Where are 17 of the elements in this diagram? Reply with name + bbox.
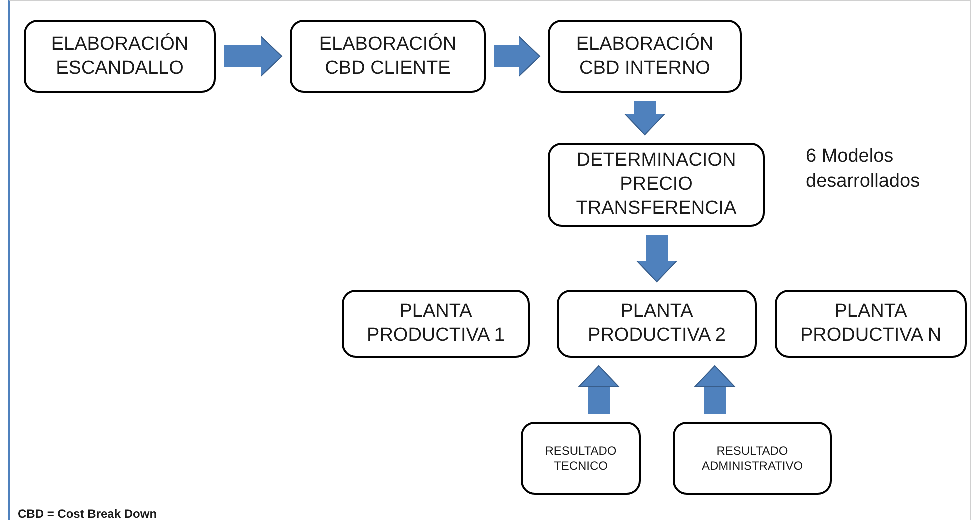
block-arrow [636,235,678,282]
process-box: RESULTADO TECNICO [521,422,641,495]
process-box: RESULTADO ADMINISTRATIVO [673,422,832,495]
process-box: PLANTA PRODUCTIVA 1 [342,290,530,358]
block-arrow [494,36,540,77]
footnote: CBD = Cost Break Down [18,506,158,523]
process-box: PLANTA PRODUCTIVA N [775,290,967,358]
block-arrow [578,366,620,414]
process-box: ELABORACIÓN CBD CLIENTE [290,20,486,93]
block-arrow [624,101,666,136]
process-box: ELABORACIÓN ESCANDALLO [24,20,216,93]
block-arrow [694,366,736,414]
process-box: PLANTA PRODUCTIVA 2 [557,290,757,358]
process-box: DETERMINACION PRECIO TRANSFERENCIA [548,143,765,227]
process-box: ELABORACIÓN CBD INTERNO [548,20,742,93]
block-arrow [224,36,282,77]
side-note: 6 Modelos desarrollados [806,145,922,194]
